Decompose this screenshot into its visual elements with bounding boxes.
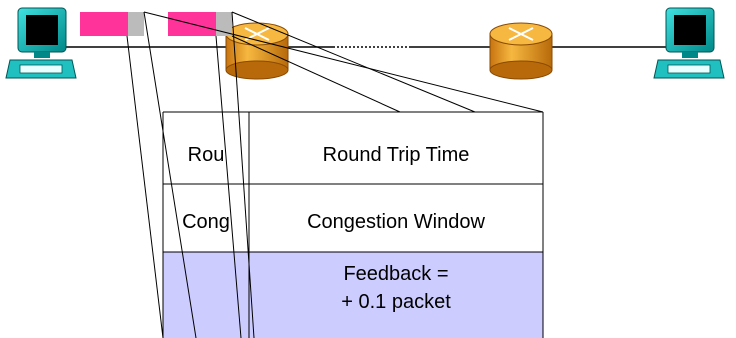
cwnd-field-label-clipped: Cong [182,211,230,233]
packet-icon [168,12,232,36]
zoom-lines [126,11,544,338]
feedback-field [163,252,543,338]
computer-icon [653,7,725,79]
router-icon [489,22,553,80]
computer-icon [5,7,77,79]
header-table [162,111,544,338]
rtt-field-label-clipped: Rou [187,144,225,166]
feedback-label: Feedback = [343,263,449,285]
rtt-field-label: Round Trip Time [322,144,470,166]
cwnd-field-label: Congestion Window [307,211,485,233]
packet-icon [80,12,144,36]
feedback-value: + 0.1 packet [341,291,451,313]
